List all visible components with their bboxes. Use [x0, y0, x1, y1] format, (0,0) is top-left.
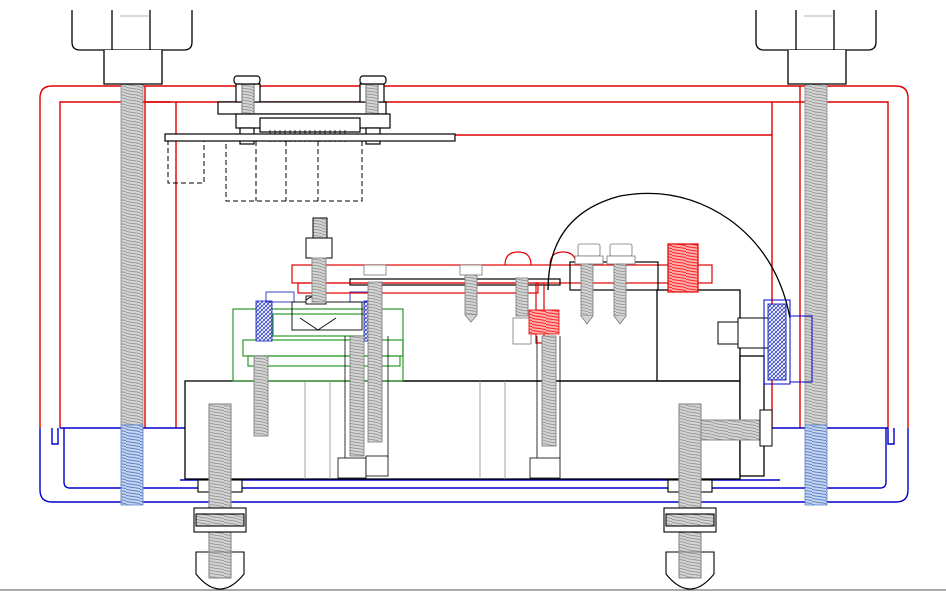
threaded-rod-left — [120, 69, 144, 506]
threaded-rod-right — [804, 69, 828, 506]
connector-pcb — [164, 133, 456, 202]
side-clamp — [699, 299, 813, 447]
leveling-knob-right — [755, 10, 877, 85]
connector — [217, 75, 391, 145]
caster-left — [193, 403, 247, 590]
bracket-bolts — [363, 243, 636, 345]
caster-right — [663, 403, 717, 590]
leveling-knob-left — [71, 10, 193, 85]
long-bolts — [253, 281, 561, 479]
arc-guide — [547, 192, 791, 319]
standoff-screw — [305, 217, 333, 303]
bracket-plate — [291, 243, 713, 344]
